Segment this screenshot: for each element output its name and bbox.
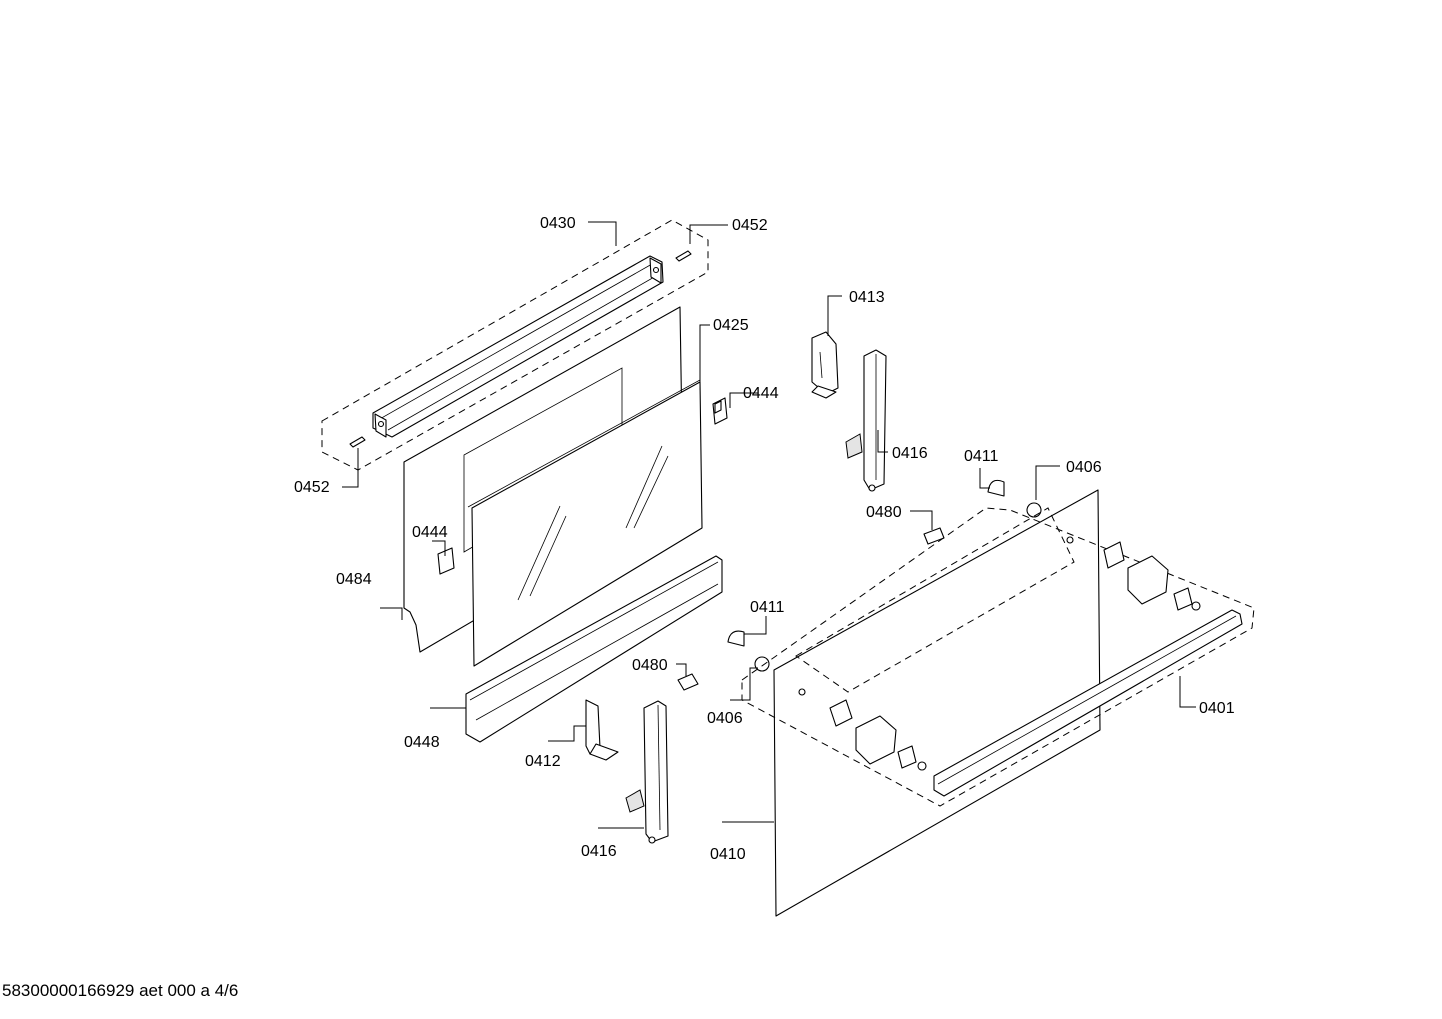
label-0411-lower: 0411 <box>750 599 785 616</box>
label-0480-upper: 0480 <box>866 504 902 521</box>
hinge-bracket-0413 <box>811 331 839 399</box>
label-0410: 0410 <box>710 846 746 863</box>
hinge-0416-lower <box>625 700 669 844</box>
label-0448: 0448 <box>404 734 440 751</box>
label-0406-lower: 0406 <box>707 710 743 727</box>
part-labels: 0430 0452 0452 0425 0444 0444 0484 0448 … <box>294 215 1235 863</box>
front-door-panel-0410 <box>773 489 1101 917</box>
clip-0480-lower <box>677 673 699 691</box>
lower-channel-0448 <box>465 555 723 743</box>
cap-0411-upper <box>987 479 1005 497</box>
label-0430: 0430 <box>540 215 576 232</box>
label-0411-upper: 0411 <box>964 448 999 465</box>
clip-0480-upper <box>923 527 945 545</box>
clip-0444-right <box>712 397 728 425</box>
label-0416-lower: 0416 <box>581 843 617 860</box>
label-0452-top: 0452 <box>732 217 768 234</box>
top-trim-assembly <box>321 219 709 471</box>
label-0425: 0425 <box>713 317 749 334</box>
handle-assembly-0401 <box>741 507 1255 807</box>
label-0484: 0484 <box>336 571 372 588</box>
inner-glass-panel-0425 <box>467 379 703 667</box>
label-0452-left: 0452 <box>294 479 330 496</box>
leader-lines <box>342 221 1196 829</box>
label-0480-lower: 0480 <box>632 657 668 674</box>
document-footer-id: 58300000166929 aet 000 a 4/6 <box>2 981 239 1000</box>
label-0413: 0413 <box>849 289 885 306</box>
hinge-bracket-0412 <box>585 699 619 761</box>
label-0406-upper: 0406 <box>1066 459 1102 476</box>
knob-0406-upper <box>1026 502 1042 518</box>
label-0401: 0401 <box>1199 700 1235 717</box>
clip-0444-left <box>437 547 455 575</box>
label-0444-left: 0444 <box>412 524 448 541</box>
hinge-0416-upper <box>845 349 887 492</box>
cap-0411-lower <box>727 630 745 647</box>
label-0412: 0412 <box>525 753 561 770</box>
label-0444-right: 0444 <box>743 385 779 402</box>
knob-0406-lower <box>754 656 770 672</box>
label-0416-upper: 0416 <box>892 445 928 462</box>
